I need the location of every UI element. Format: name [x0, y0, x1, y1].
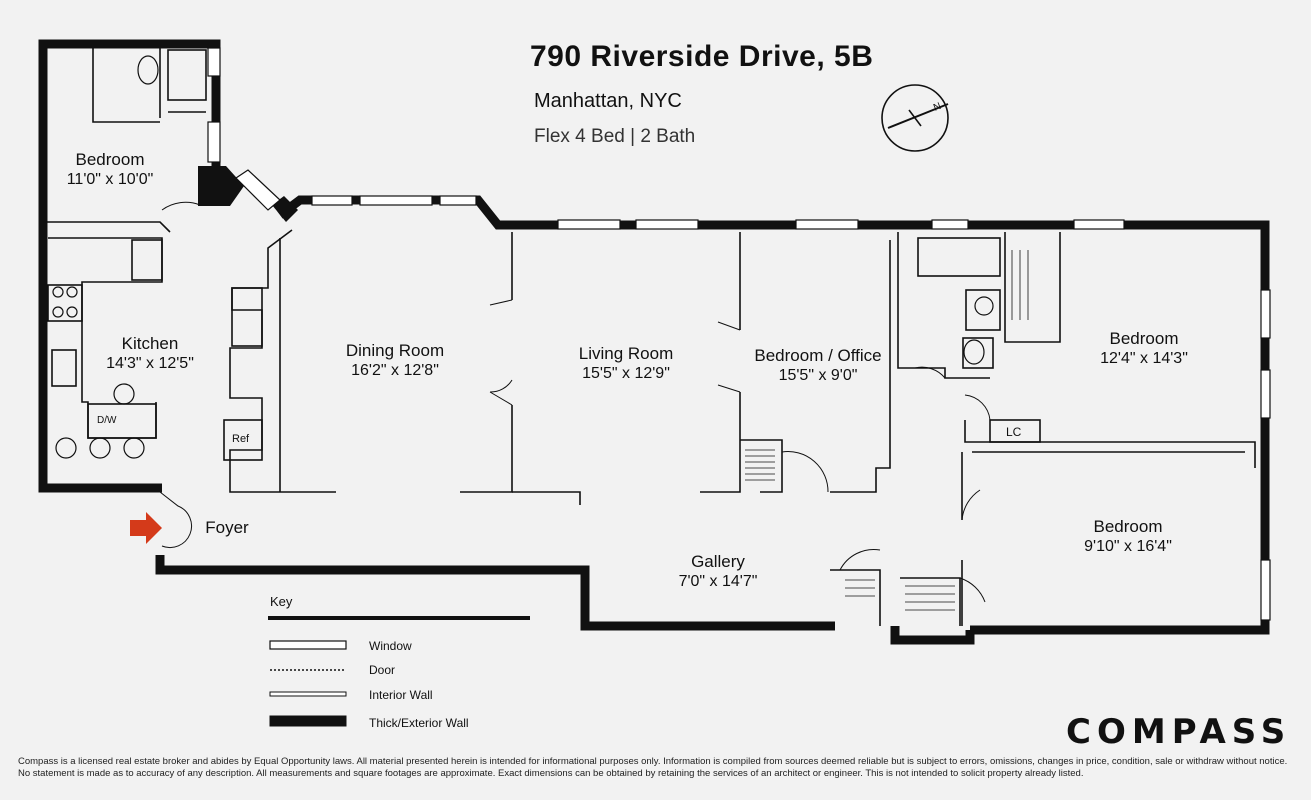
room-dimensions: 9'10" x 16'4": [1084, 538, 1172, 555]
room-kitchen: Kitchen 14'3" x 12'5": [106, 334, 194, 374]
legend: [268, 616, 530, 727]
corner-column-2: [272, 196, 298, 222]
exterior-walls: [38, 39, 1270, 645]
room-dimensions: 12'4" x 14'3": [1100, 350, 1188, 367]
listing-address: 790 Riverside Drive, 5B: [530, 40, 874, 73]
legend-interior-wall-label: Interior Wall: [369, 688, 433, 702]
room-name: Bedroom: [75, 150, 145, 169]
room-bedroom-nw: Bedroom 11'0" x 10'0": [67, 150, 154, 190]
room-gallery: Gallery 7'0" x 14'7": [679, 552, 758, 592]
windows: [207, 47, 1271, 621]
room-dimensions: 15'5" x 12'9": [582, 365, 670, 382]
entry-arrow-icon: [130, 512, 162, 544]
room-office: Bedroom / Office 15'5" x 9'0": [754, 346, 881, 386]
brand-logo: COMPASS: [1066, 712, 1292, 752]
refrigerator-label: Ref: [232, 433, 250, 445]
legend-window-label: Window: [369, 639, 412, 653]
closet-shelving: [745, 250, 1029, 611]
room-dining: Dining Room 16'2" x 12'8": [346, 341, 444, 381]
room-bedroom-ne: Bedroom 12'4" x 14'3": [1100, 329, 1188, 369]
legal-disclaimer: Compass is a licensed real estate broker…: [18, 756, 1288, 779]
room-dimensions: 11'0" x 10'0": [66, 171, 154, 188]
room-name: Bedroom / Office: [754, 346, 882, 365]
linen-closet-label: LC: [1006, 425, 1022, 439]
room-bedroom-se: Bedroom 9'10" x 16'4": [1084, 517, 1172, 557]
north-arrow-icon: N: [881, 84, 949, 152]
svg-text:N: N: [932, 101, 943, 114]
corner-column: [198, 166, 244, 206]
room-dimensions: 7'0" x 14'7": [678, 573, 758, 590]
listing-beds-baths: Flex 4 Bed | 2 Bath: [534, 126, 696, 147]
dishwasher-label: D/W: [97, 415, 117, 426]
room-living: Living Room 15'5" x 12'9": [579, 344, 674, 384]
room-name: Bedroom: [1093, 517, 1163, 536]
room-dimensions: 15'5" x 9'0": [778, 367, 858, 384]
room-name: Dining Room: [345, 341, 445, 360]
room-name: Kitchen: [121, 334, 179, 353]
legend-door-label: Door: [369, 663, 396, 677]
room-dimensions: 16'2" x 12'8": [351, 362, 439, 379]
room-dimensions: 14'3" x 12'5": [106, 355, 194, 372]
room-foyer: Foyer: [205, 518, 248, 538]
listing-location: Manhattan, NYC: [534, 90, 682, 112]
legend-thick-wall-label: Thick/Exterior Wall: [369, 716, 469, 730]
room-name: Bedroom: [1109, 329, 1179, 348]
room-name: Gallery: [691, 552, 745, 571]
room-name: Foyer: [205, 518, 249, 537]
legend-title: Key: [270, 594, 293, 609]
room-name: Living Room: [578, 344, 674, 363]
doors: [159, 201, 991, 603]
interior-walls: [43, 48, 1256, 626]
kitchen-fixtures: [52, 55, 994, 459]
